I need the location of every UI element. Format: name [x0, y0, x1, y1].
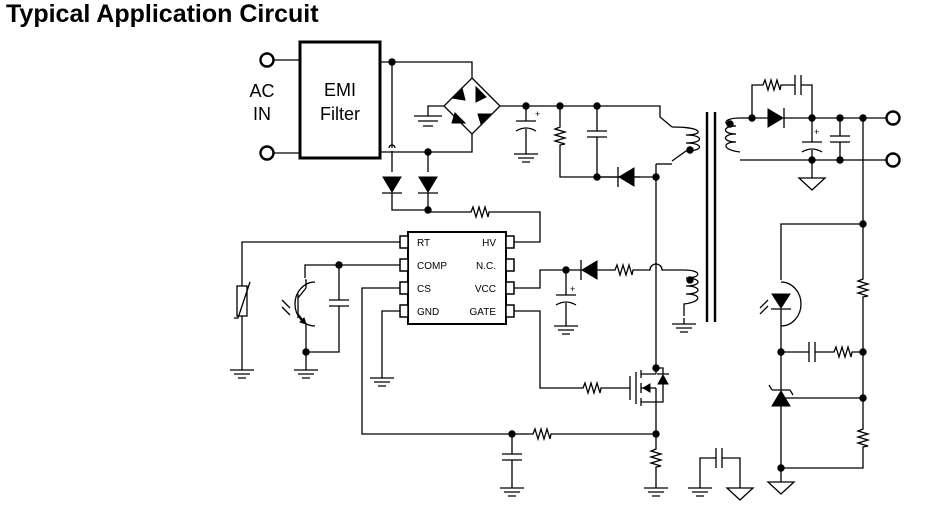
ac-terminal-bottom — [259, 145, 300, 161]
pin-gnd: GND — [417, 307, 439, 318]
power-mosfet — [635, 367, 669, 434]
pin-nc: N.C. — [476, 261, 496, 272]
startup-diode-2 — [418, 176, 438, 210]
shunt-regulator — [768, 352, 794, 468]
svg-text:+: + — [814, 127, 819, 137]
vcc-diode — [566, 260, 610, 280]
controller-ic: RT COMP CS GND HV N.C. VCC GATE — [399, 231, 515, 325]
auxiliary-winding — [683, 269, 699, 316]
emi-label-line1: EMI — [324, 80, 356, 100]
svg-text:+: + — [535, 109, 540, 119]
ic-pins-right — [505, 235, 515, 318]
ac-in-label-line2: IN — [253, 104, 271, 124]
pin-gate: GATE — [470, 307, 497, 318]
bridge-rectifier — [443, 77, 501, 135]
output-diode — [752, 108, 812, 128]
pin-vcc: VCC — [475, 284, 496, 295]
startup-diode-1 — [382, 176, 428, 211]
emi-label-line2: Filter — [320, 104, 360, 124]
pin-rt: RT — [417, 238, 430, 249]
ic-pins-left — [399, 235, 409, 318]
optocoupler-transistor — [281, 279, 316, 327]
output-terminal-negative — [885, 152, 901, 168]
output-terminal-positive — [885, 110, 901, 126]
pin-cs: CS — [417, 284, 431, 295]
ac-terminal-top — [259, 52, 300, 68]
thermistor — [234, 281, 251, 319]
optocoupler-led — [759, 281, 802, 352]
emi-filter-block: EMI Filter — [298, 40, 382, 160]
snubber-diode — [600, 167, 656, 187]
page-title: Typical Application Circuit — [6, 0, 319, 28]
pin-comp: COMP — [417, 261, 447, 272]
bulk-capacitor: + — [515, 106, 540, 148]
pin-hv: HV — [482, 238, 496, 249]
primary-winding — [671, 126, 701, 162]
secondary-winding — [724, 117, 741, 153]
svg-text:+: + — [570, 284, 575, 294]
ac-in-label-line1: AC — [249, 81, 274, 101]
